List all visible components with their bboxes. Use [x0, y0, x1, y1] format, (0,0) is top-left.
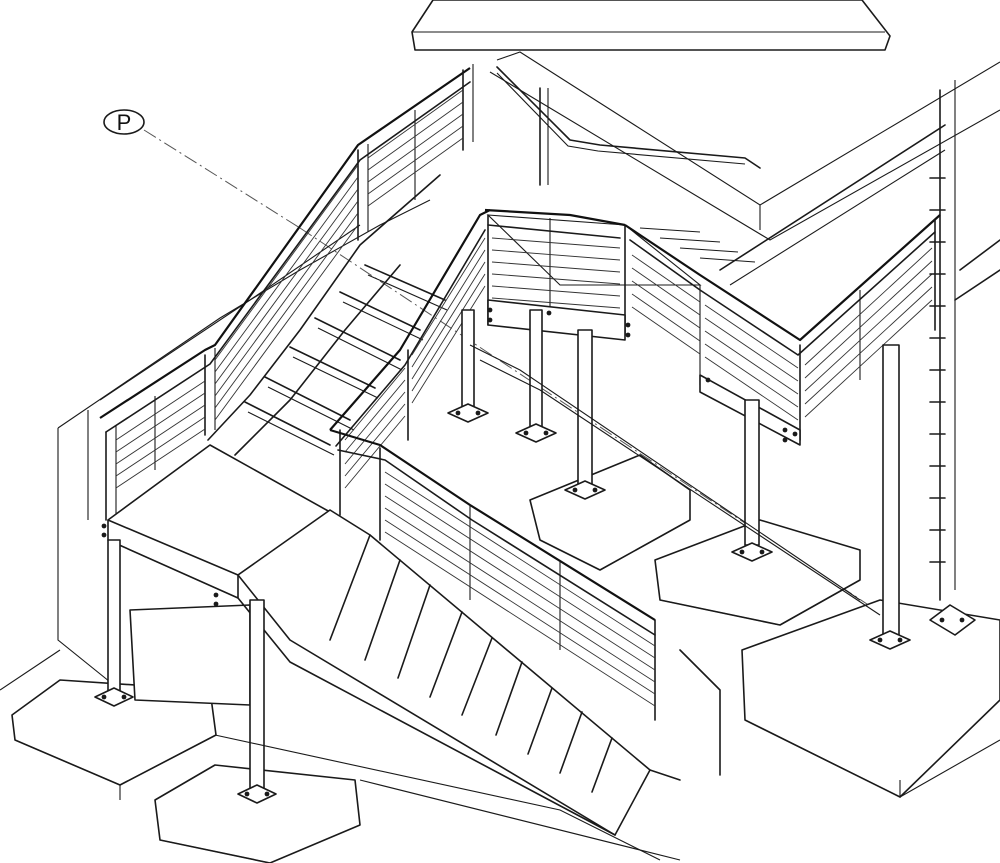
wall-anchors — [929, 177, 946, 563]
upper-stair-flight — [99, 64, 474, 521]
section-marker-label: P — [117, 110, 132, 135]
base-plates — [94, 403, 976, 804]
building-outline — [57, 0, 1000, 691]
upper-inner-stair — [329, 209, 491, 516]
footings — [11, 454, 1000, 863]
ground-lines — [0, 344, 881, 861]
wall-handrail — [496, 66, 761, 186]
